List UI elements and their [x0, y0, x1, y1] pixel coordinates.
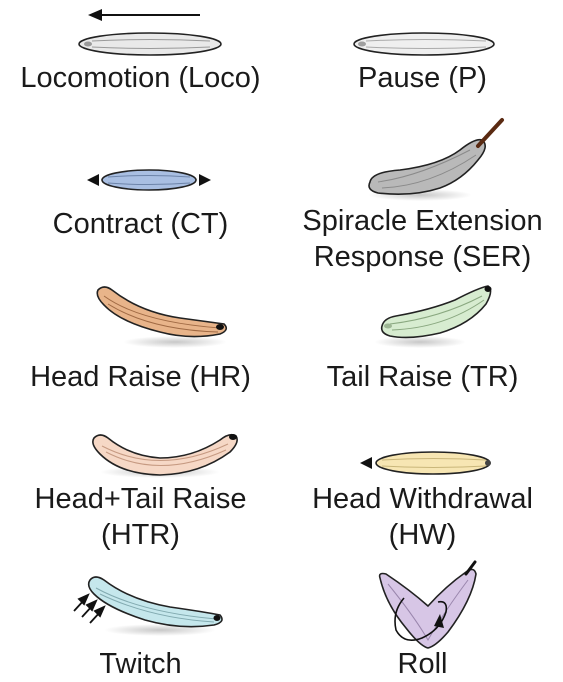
arrowhead-icon: [88, 9, 102, 21]
tail-mark: [229, 434, 237, 440]
larva-spiracle-extension-icon: [368, 120, 502, 201]
label-line-1: Spiracle Extension: [282, 203, 563, 239]
label-head-tail-raise: Head+Tail Raise (HTR): [0, 481, 281, 553]
tail-mark: [216, 324, 224, 330]
larva-body: [97, 287, 226, 337]
label-spiracle-extension-response: Spiracle Extension Response (SER): [282, 203, 563, 275]
label-line-1: Head Withdrawal: [282, 481, 563, 517]
label-line-2: (HW): [282, 517, 563, 553]
larva-body: [376, 452, 490, 474]
label-head-raise: Head Raise (HR): [0, 359, 281, 395]
larva-body: [102, 170, 196, 190]
tail-mark: [214, 615, 221, 621]
larva-crawling-icon: [79, 9, 221, 55]
label-pause: Pause (P): [282, 60, 563, 96]
contract-arrow-right-icon: [199, 174, 211, 186]
label-line-2: (HTR): [0, 517, 281, 553]
larva-roll-icon: [380, 562, 476, 648]
label-roll: Roll: [282, 646, 563, 682]
larva-body: [354, 33, 494, 55]
tail-mark: [485, 286, 492, 292]
larva-tail-raise-icon: [374, 286, 492, 348]
label-twitch: Twitch: [0, 646, 281, 682]
label-locomotion: Locomotion (Loco): [0, 60, 281, 96]
label-line-1: Head+Tail Raise: [0, 481, 281, 517]
head-mark: [384, 324, 392, 329]
label-contract: Contract (CT): [0, 206, 281, 242]
larva-body: [79, 33, 221, 55]
larva-body: [380, 569, 476, 648]
larva-contracting-icon: [87, 170, 211, 190]
shadow: [374, 336, 466, 348]
larva-body: [89, 577, 222, 627]
label-tail-raise: Tail Raise (TR): [282, 359, 563, 395]
withdrawal-arrow-icon: [360, 457, 372, 469]
larva-head-tail-raise-icon: [93, 434, 237, 478]
larva-head-raise-icon: [97, 287, 227, 348]
shadow: [123, 336, 227, 348]
head-mark: [358, 42, 366, 47]
spiracle-icon: [478, 120, 502, 146]
larva-twitch-icon: [74, 577, 222, 636]
label-head-withdrawal: Head Withdrawal (HW): [282, 481, 563, 553]
label-line-2: Response (SER): [282, 239, 563, 275]
larva-head-withdrawal-icon: [360, 452, 491, 474]
larva-body: [369, 140, 485, 195]
larva-paused-icon: [354, 33, 494, 55]
contract-arrow-left-icon: [87, 174, 99, 186]
tail-mark: [485, 460, 491, 466]
head-mark: [84, 42, 92, 47]
